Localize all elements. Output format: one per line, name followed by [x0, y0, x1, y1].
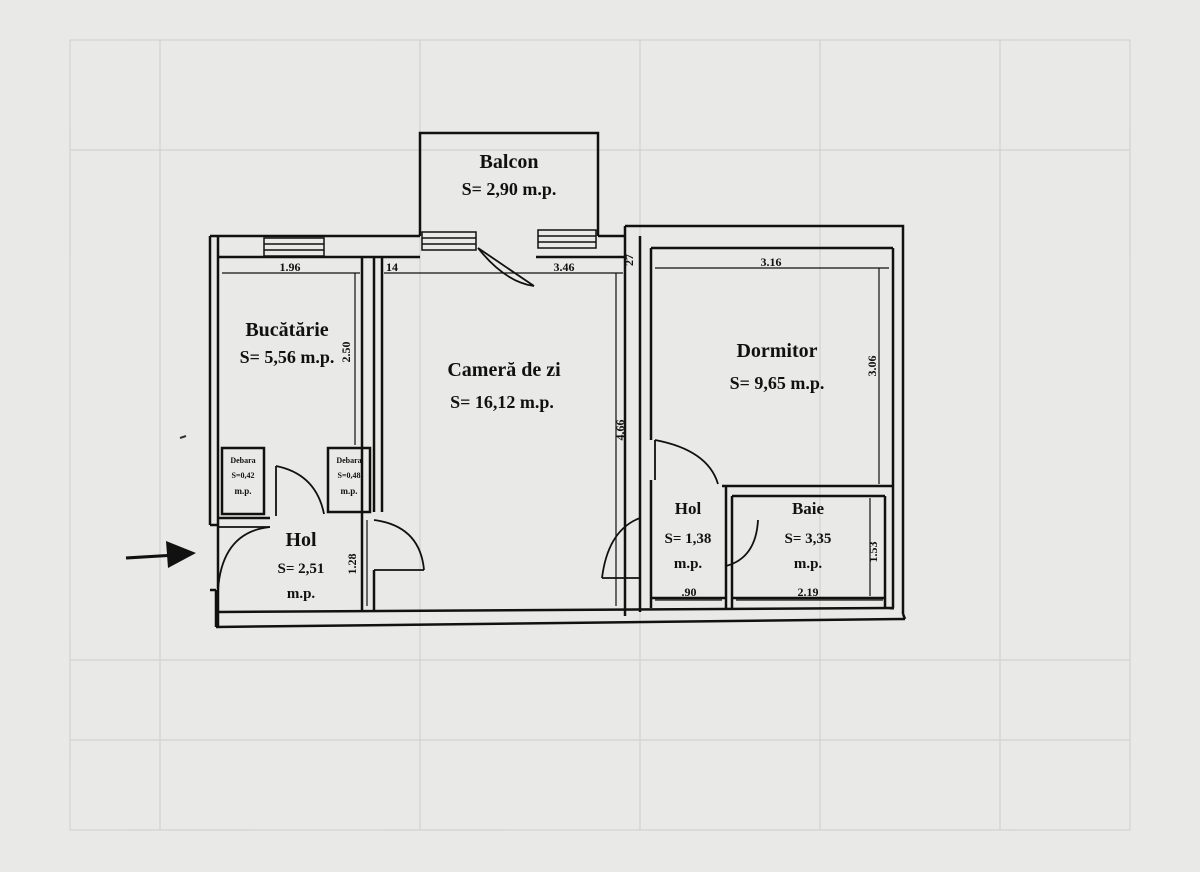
- dim-bedroom-width: 3.16: [761, 255, 782, 269]
- dim-bath-width: 2.19: [798, 585, 819, 599]
- room-name-bucatarie: Bucătărie: [245, 319, 328, 341]
- room-area-debara-1: S=0,42: [231, 471, 254, 480]
- outer-walls: [208, 224, 907, 629]
- dim-hall-right-width: .90: [682, 585, 697, 599]
- room-area-balcon: S= 2,90 m.p.: [462, 179, 557, 199]
- room-area-hol-left: S= 2,51: [278, 561, 325, 577]
- balcony-outline: [418, 131, 600, 236]
- room-area-dormitor: S= 9,65 m.p.: [730, 373, 825, 393]
- dimension-labels: 1.96 14 3.46 3.16 2.50 4.66 3.06 27 1.28…: [280, 254, 881, 599]
- room-area-bucatarie: S= 5,56 m.p.: [240, 347, 335, 367]
- room-unit-debara-2: m.p.: [340, 486, 357, 496]
- doors: [217, 247, 759, 591]
- dim-bath-depth: 1.53: [866, 542, 880, 563]
- dim-kitchen-width: 1.96: [280, 260, 301, 274]
- background-scan-texture: [69, 39, 1131, 831]
- room-name-debara-2: Debara: [336, 456, 361, 465]
- dim-living-width-b: 3.46: [554, 260, 575, 274]
- room-name-balcon: Balcon: [480, 151, 539, 173]
- room-name-baie: Baie: [792, 499, 825, 518]
- room-labels: Balcon S= 2,90 m.p. Bucătărie S= 5,56 m.…: [230, 151, 831, 602]
- room-area-hol-right: S= 1,38: [665, 531, 712, 547]
- room-name-hol-left: Hol: [285, 529, 317, 551]
- room-unit-debara-1: m.p.: [234, 486, 251, 496]
- dim-wall-small: 27: [622, 254, 636, 266]
- room-name-debara-1: Debara: [230, 456, 255, 465]
- dim-kitchen-depth: 2.50: [339, 342, 353, 363]
- dim-living-depth: 4.66: [613, 420, 627, 441]
- room-unit-hol-left: m.p.: [287, 586, 316, 602]
- room-name-dormitor: Dormitor: [736, 340, 817, 362]
- windows: [263, 229, 597, 257]
- dim-hall-left-depth: 1.28: [345, 554, 359, 575]
- dim-bedroom-depth: 3.06: [865, 356, 879, 377]
- room-area-debara-2: S=0,48: [337, 471, 360, 480]
- dimension-lines: [222, 267, 889, 606]
- interior-walls: [218, 257, 893, 612]
- room-name-camera-de-zi: Cameră de zi: [447, 359, 561, 381]
- room-unit-baie: m.p.: [794, 556, 823, 572]
- room-area-baie: S= 3,35: [785, 531, 832, 547]
- entrance-arrow-icon: [125, 541, 196, 568]
- room-name-hol-right: Hol: [675, 499, 702, 518]
- room-unit-hol-right: m.p.: [674, 556, 703, 572]
- dim-living-width-a: 14: [386, 260, 398, 274]
- room-area-camera-de-zi: S= 16,12 m.p.: [450, 392, 554, 412]
- scan-speck: [179, 435, 187, 439]
